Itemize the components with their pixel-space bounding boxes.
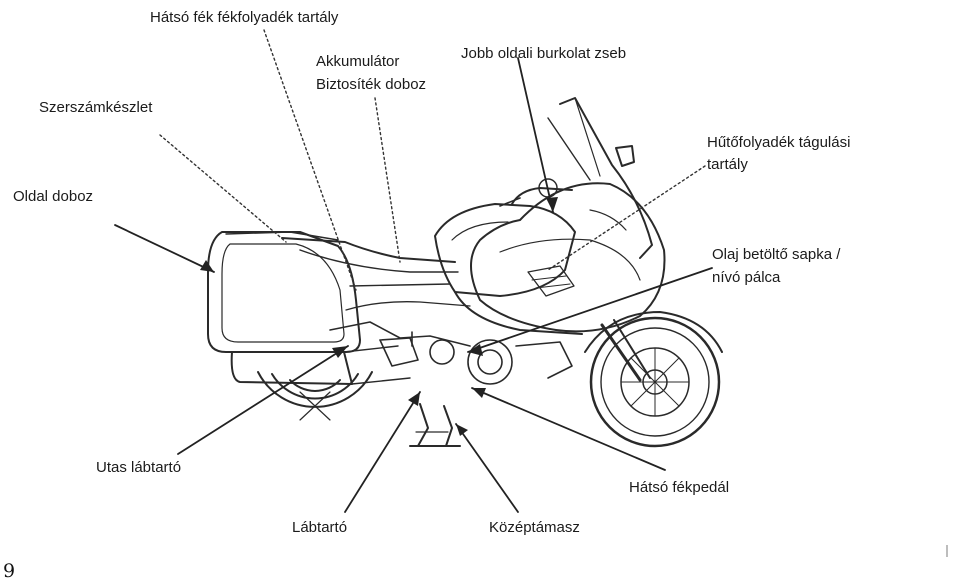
engine bbox=[329, 321, 573, 385]
label-labtarto: Lábtartó bbox=[292, 519, 348, 536]
label-jobb-oldali-burkolat-zseb: Jobb oldali burkolat zseb bbox=[461, 45, 627, 62]
center-stand bbox=[409, 403, 461, 447]
rear-wheel bbox=[257, 371, 373, 421]
label-oldal-doboz: Oldal doboz bbox=[13, 188, 94, 205]
side-case bbox=[207, 231, 361, 353]
front-wheel bbox=[584, 311, 723, 448]
label-hutofolyadek-line2: tartály bbox=[707, 156, 748, 173]
fuel-tank bbox=[434, 203, 576, 297]
label-olaj-line1: Olaj betöltő sapka / bbox=[712, 246, 841, 263]
label-szerszamkeszlet: Szerszámkészlet bbox=[39, 99, 153, 116]
exhaust bbox=[230, 345, 411, 385]
lower-fairing bbox=[345, 291, 583, 335]
label-utas-labtarto: Utas lábtartó bbox=[96, 459, 182, 476]
label-kozeptamasz: Középtámasz bbox=[489, 519, 580, 536]
label-akkumulator: Akkumulátor bbox=[316, 53, 400, 70]
label-hatso-fekpedal: Hátsó fékpedál bbox=[629, 479, 730, 496]
label-hutofolyadek-line1: Hűtőfolyadék tágulási bbox=[707, 134, 851, 151]
scan-mark bbox=[946, 545, 948, 557]
page-number: 9 bbox=[3, 560, 16, 582]
label-biztositek-doboz: Biztosíték doboz bbox=[316, 76, 427, 93]
front-fairing bbox=[470, 97, 666, 333]
seat-and-tail bbox=[281, 237, 459, 287]
handlebars bbox=[499, 178, 573, 207]
label-olaj-line2: nívó pálca bbox=[712, 269, 781, 286]
leader-lines-solid bbox=[114, 57, 713, 513]
label-hatso-fek-tartaly: Hátsó fék fékfolyadék tartály bbox=[150, 9, 339, 26]
leader-lines-dotted bbox=[159, 29, 706, 291]
